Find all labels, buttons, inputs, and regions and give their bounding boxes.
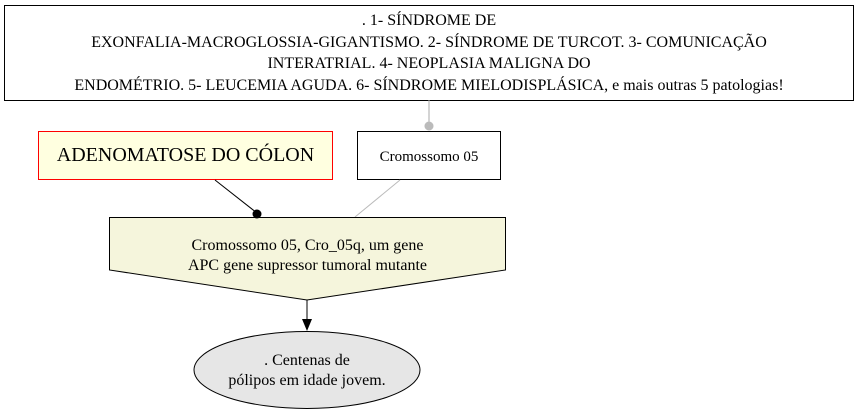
chromosome-node-box [357,131,501,180]
disease-node-box [38,131,333,180]
gene-line: APC gene supressor tumoral mutante [187,257,428,274]
chromosome-node-label: Cromossomo 05 [379,149,479,165]
edge-chromosome-gene [354,179,401,218]
disease-node-label: ADENOMATOSE DO CÓLON [56,144,315,166]
edge-dot-black [252,209,262,219]
syndromes-line: EXONFALIA-MACROGLOSSIA-GIGANTISMO. 2- SÍ… [91,33,767,51]
syndromes-node-box [4,5,854,101]
syndromes-node-text: . 1- SÍNDROME DE EXONFALIA-MACROGLOSSIA-… [4,10,854,96]
syndromes-line: INTERATRIAL. 4- NEOPLASIA MALIGNA DO [267,55,591,72]
edge-dot-grey [424,121,434,131]
syndromes-line: . 1- SÍNDROME DE [361,12,497,29]
gene-line: Cromossomo 05, Cro_05q, um gene [191,237,424,254]
outcome-line: . Centenas de [264,352,350,369]
outcome-node-shape [193,331,421,409]
syndromes-line: ENDOMÉTRIO. 5- LEUCEMIA AGUDA. 6- SÍNDRO… [74,76,784,94]
gene-node-shape [109,217,506,301]
outcome-line: pólipos em idade jovem. [228,372,386,389]
outcome-node-text: . Centenas de pólipos em idade jovem. [194,351,420,391]
arrowhead-icon [302,319,312,331]
gene-node-text: Cromossomo 05, Cro_05q, um gene APC gene… [109,236,506,276]
edge-disease-gene [214,179,258,214]
